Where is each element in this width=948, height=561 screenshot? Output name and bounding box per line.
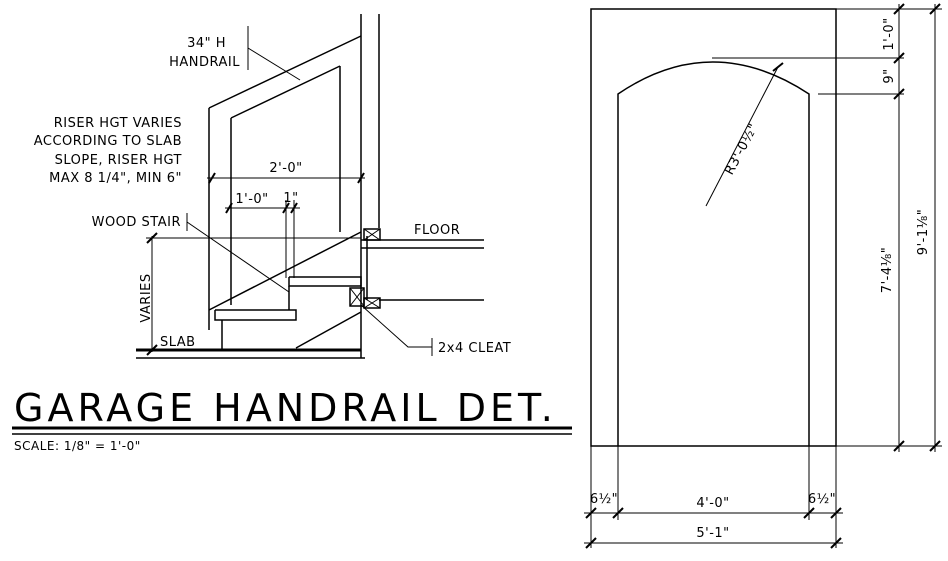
dim-opening-width: 4'-0": [696, 496, 729, 511]
dim-arch-rise: 9": [882, 68, 897, 83]
tread-lower: [214, 309, 297, 321]
wood-stair-leader: [186, 221, 290, 293]
dim-left-jamb: 6½": [590, 492, 618, 507]
handrail-top-rail: [208, 35, 362, 109]
varies-label: VARIES: [139, 273, 154, 322]
floor-label: FLOOR: [414, 223, 460, 238]
handrail-label-1: 34" H: [187, 36, 226, 51]
riser-note-1: RISER HGT VARIES: [54, 116, 182, 131]
handrail-inner-rail: [230, 65, 341, 119]
cleat-block: [349, 287, 365, 307]
dim-1ft-text: 1'-0": [235, 192, 268, 207]
riser-note-3: SLOPE, RISER HGT: [55, 153, 182, 168]
dim-radius: R3'-0½": [722, 121, 761, 177]
dim-top-margin: 1'-0": [882, 17, 897, 50]
stringer-bottom: [295, 311, 362, 349]
arch-elevation: [584, 3, 942, 549]
dim-overall-width: 5'-1": [696, 526, 729, 541]
handrail-leader: [247, 47, 301, 81]
tread-upper: [288, 276, 362, 287]
cleat-label: 2x4 CLEAT: [438, 341, 511, 356]
dim-opening-height: 7'-4⅛": [880, 247, 895, 293]
dim-2ft-text: 2'-0": [269, 161, 302, 176]
arch-labels: 1'-0" 9" R3'-0½" 7'-4⅛" 9'-1⅛" 6½" 4'-0"…: [590, 17, 931, 541]
rim-block: [363, 297, 381, 309]
title-block: GARAGE HANDRAIL DET. SCALE: 1/8" = 1'-0": [12, 386, 572, 453]
cleat-leader: [360, 304, 432, 348]
drawing-title: GARAGE HANDRAIL DET.: [14, 386, 557, 430]
slab-label: SLAB: [160, 335, 196, 350]
outer-frame: [590, 8, 837, 447]
drawing-scale: SCALE: 1/8" = 1'-0": [14, 439, 141, 453]
radius-leader: [705, 66, 779, 207]
handrail-label-2: HANDRAIL: [169, 55, 240, 70]
riser-note-2: ACCORDING TO SLAB: [34, 134, 182, 149]
wood-stair-label: WOOD STAIR: [92, 215, 181, 230]
arched-opening: [617, 61, 810, 446]
blocking-top: [363, 228, 381, 241]
dim-right-jamb: 6½": [808, 492, 836, 507]
riser-note-4: MAX 8 1/4", MIN 6": [49, 171, 182, 186]
stair-labels: 34" H HANDRAIL RISER HGT VARIES ACCORDIN…: [34, 36, 511, 356]
stringer-top: [208, 231, 362, 311]
dim-1in-text: 1": [283, 191, 298, 206]
stair-section: [136, 14, 484, 359]
dim-overall-height: 9'-1⅛": [916, 209, 931, 255]
